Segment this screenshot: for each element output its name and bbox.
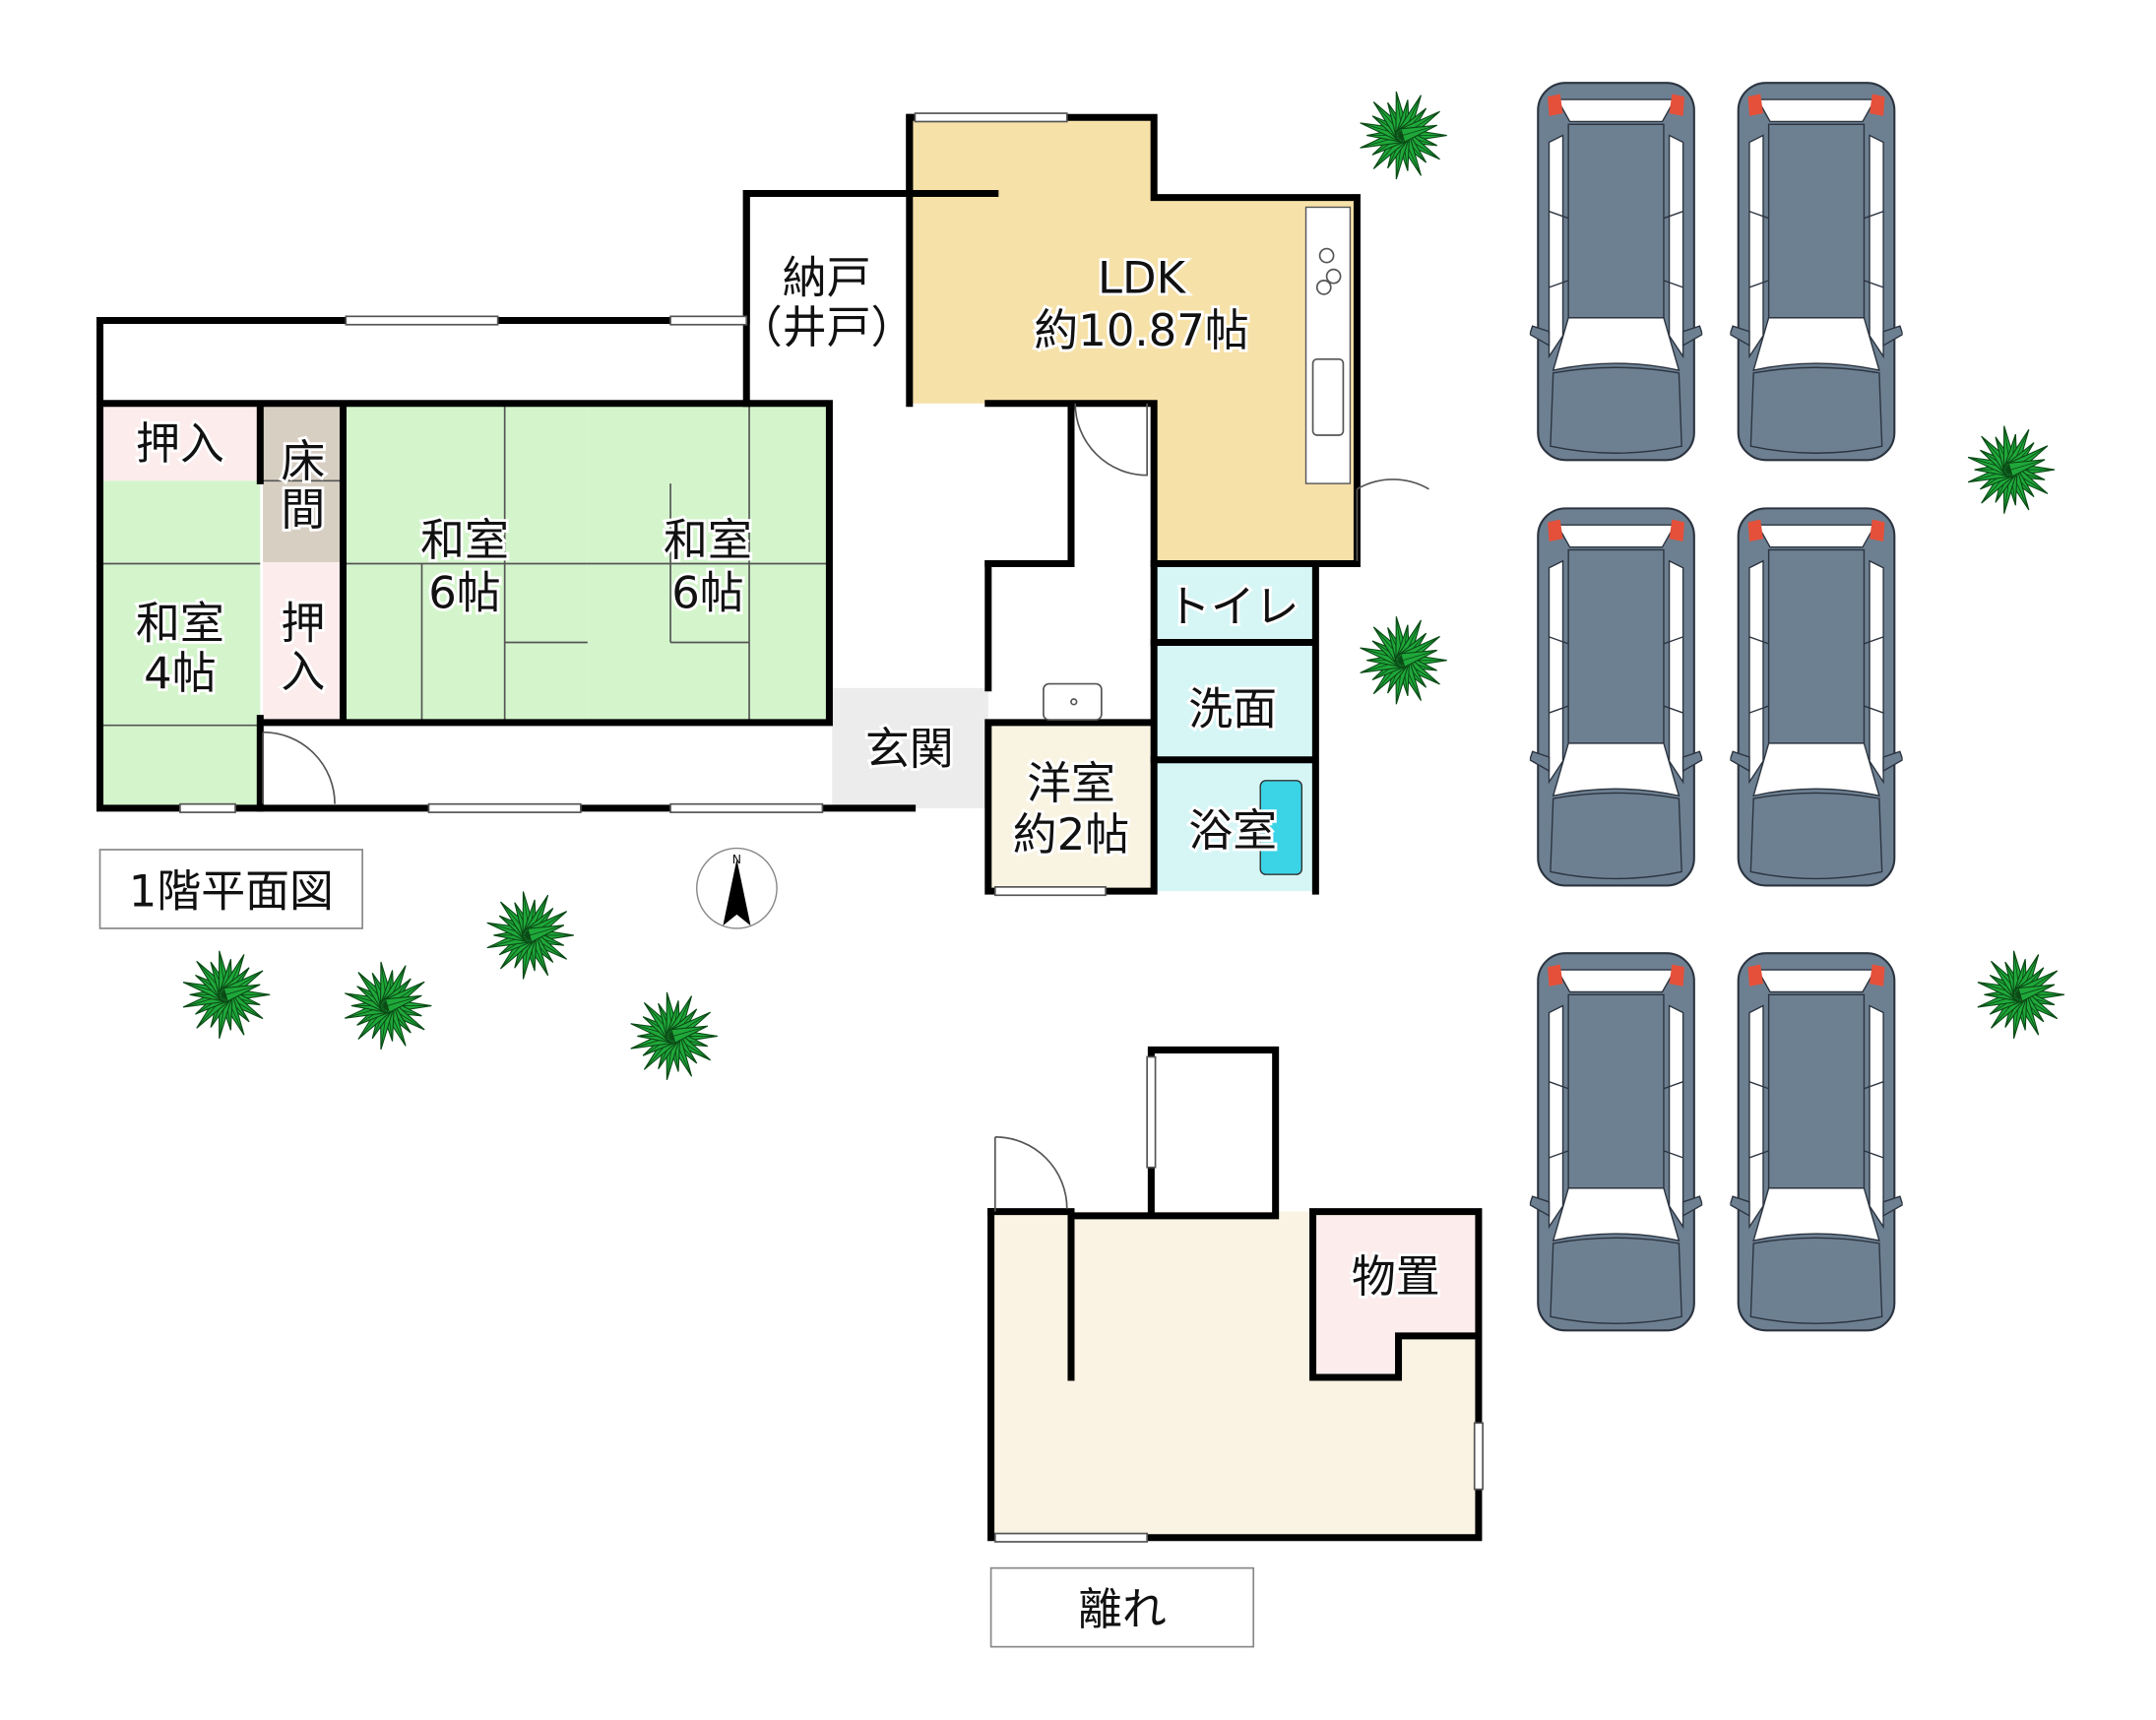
corridor-top xyxy=(99,320,747,404)
label-washitsu6a: 和室 xyxy=(420,514,509,566)
car-icon xyxy=(1529,507,1703,887)
room-genkan xyxy=(832,687,988,808)
label-genkan: 玄関 xyxy=(865,723,954,775)
annex-title-box xyxy=(989,1566,1255,1648)
label-oshiire-top: 押入 xyxy=(136,417,224,470)
parking xyxy=(1529,82,1903,1332)
label-ldk-size: 約10.87帖 xyxy=(1034,304,1248,356)
label-monooki: 物置 xyxy=(1352,1250,1440,1303)
plant-icon xyxy=(1977,950,2065,1040)
bathtub xyxy=(1259,780,1303,875)
plant-icon xyxy=(1360,615,1448,705)
plant-icon xyxy=(1360,91,1448,180)
plant-icon xyxy=(344,961,432,1051)
room-toilet xyxy=(1154,566,1316,643)
floor1-title: 1階平面図 xyxy=(129,865,334,918)
label-washitsu4-size: 4帖 xyxy=(144,647,216,699)
annex-title: 離れ xyxy=(1078,1583,1167,1635)
room-ldk xyxy=(909,117,1358,564)
room-washitsu-4 xyxy=(99,480,261,808)
room-monooki xyxy=(1315,1215,1477,1378)
windows-main xyxy=(179,112,1429,897)
annex-tower xyxy=(1151,1050,1276,1212)
label-washitsu6b: 和室 xyxy=(664,514,752,566)
plant-icon xyxy=(486,890,575,981)
label-oshiire-side-2: 入 xyxy=(281,645,325,697)
plant-icon xyxy=(182,950,271,1040)
label-nando-sub: （井戸） xyxy=(738,301,916,353)
plant-icon xyxy=(630,991,719,1081)
kitchen-counter xyxy=(1304,206,1352,484)
label-washitsu6b-size: 6帖 xyxy=(671,566,743,618)
label-senmen: 洗面 xyxy=(1188,682,1277,734)
room-oshiire-top xyxy=(99,403,261,481)
label-yoshitsu-size: 約2帖 xyxy=(1013,808,1129,860)
car-icon xyxy=(1529,82,1703,462)
label-washitsu6a-size: 6帖 xyxy=(428,566,500,618)
label-ldk: LDK xyxy=(1098,251,1187,303)
room-senmen xyxy=(1154,642,1316,760)
tatami-lines xyxy=(99,403,830,727)
room-yoshitsu xyxy=(987,722,1152,892)
car-icon xyxy=(1730,507,1903,887)
compass-north-label: N xyxy=(732,852,741,866)
floor1-title-box xyxy=(98,849,363,929)
label-washitsu4: 和室 xyxy=(136,597,224,649)
plant-icon xyxy=(1967,425,2056,515)
label-tokonoma-1: 床 xyxy=(281,435,325,487)
label-tokonoma-2: 間 xyxy=(281,483,325,536)
annex: 物置 離れ xyxy=(987,1046,1484,1648)
room-tokonoma xyxy=(263,403,344,563)
room-labels: 押入 和室 4帖 床 間 押 入 和室 6帖 和室 6帖 納戸 （井戸） LDK… xyxy=(133,249,1301,863)
car-icon xyxy=(1730,82,1903,462)
label-toilet: トイレ xyxy=(1167,580,1300,632)
label-yoshitsu: 洋室 xyxy=(1027,757,1115,809)
label-oshiire-side-1: 押 xyxy=(281,597,325,649)
label-yokushitsu: 浴室 xyxy=(1188,804,1277,857)
room-oshiire-side xyxy=(263,562,344,723)
compass-icon: N xyxy=(696,847,778,929)
label-nando: 納戸 xyxy=(783,251,871,303)
walls-main xyxy=(96,113,1361,895)
car-icon xyxy=(1529,952,1703,1332)
car-icon xyxy=(1730,952,1903,1332)
main-house: 押入 和室 4帖 床 間 押 入 和室 6帖 和室 6帖 納戸 （井戸） LDK… xyxy=(96,112,1429,929)
